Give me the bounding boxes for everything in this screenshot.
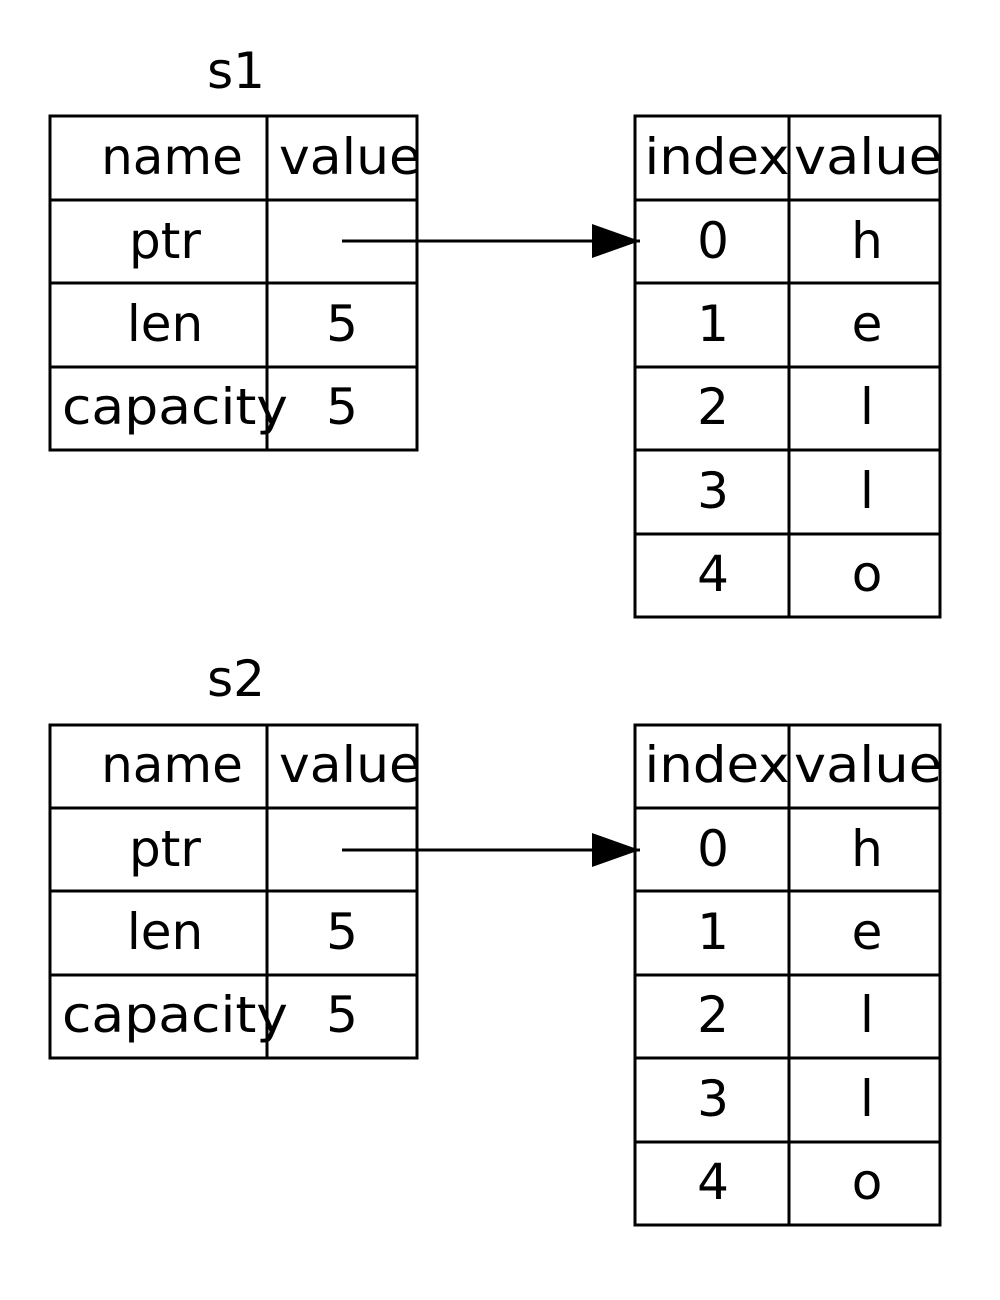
heap2-row-index: 0	[697, 820, 729, 878]
heap2-row-index: 4	[697, 1153, 729, 1211]
heap2-row-index: 1	[697, 903, 729, 961]
s2-heap-table: index value 0 h 1 e 2 l 3 l 4 o	[633, 723, 942, 1227]
s1-row-capacity-name: capacity	[62, 378, 288, 436]
heap1-header-value: value	[794, 128, 942, 186]
s2-row-len-value: 5	[326, 903, 358, 961]
heap2-row-value: e	[852, 903, 883, 961]
s1-table-grid	[48, 114, 419, 452]
heap1-row-value: e	[852, 295, 883, 353]
s1-row-ptr-name: ptr	[129, 212, 201, 270]
heap1-row-index: 1	[697, 295, 729, 353]
heap2-row-value: o	[852, 1153, 883, 1211]
s1-row-len-value: 5	[326, 295, 358, 353]
heap2-row-index: 2	[697, 986, 729, 1044]
heap1-row-index: 3	[697, 462, 729, 520]
s2-stack-table: s2 name value ptr len 5 capacity 5	[48, 650, 421, 1060]
s2-table-grid	[48, 723, 419, 1060]
heap2-header-index: index	[645, 736, 790, 794]
s1-header-value: value	[279, 128, 421, 186]
heap2-row-value: l	[860, 986, 874, 1044]
s2-row-capacity-value: 5	[326, 986, 358, 1044]
heap1-row-value: l	[860, 462, 874, 520]
s2-row-capacity-name: capacity	[62, 986, 288, 1044]
heap2-row-value: h	[851, 820, 883, 878]
heap1-row-value: l	[860, 378, 874, 436]
s1-heap-table: index value 0 h 1 e 2 l 3 l 4 o	[633, 114, 942, 619]
heap1-row-index: 0	[697, 212, 729, 270]
heap1-row-index: 4	[697, 545, 729, 603]
heap1-row-value: o	[852, 545, 883, 603]
s2-row-len-name: len	[127, 903, 203, 961]
heap1-header-index: index	[645, 128, 790, 186]
s2-ptr-arrowhead	[592, 833, 640, 867]
s1-row-capacity-value: 5	[326, 378, 358, 436]
s2-row-ptr-name: ptr	[129, 820, 201, 878]
heap1-table-grid	[633, 114, 942, 619]
s1-stack-table: s1 name value ptr len 5 capacity 5	[48, 42, 421, 452]
heap2-row-value: l	[860, 1070, 874, 1128]
s1-header-name: name	[101, 128, 243, 186]
s1-title: s1	[207, 42, 265, 100]
s1-ptr-arrowhead	[592, 224, 640, 258]
heap1-row-value: h	[851, 212, 883, 270]
heap2-table-grid	[633, 723, 942, 1227]
s2-header-value: value	[279, 736, 421, 794]
heap1-row-index: 2	[697, 378, 729, 436]
heap2-row-index: 3	[697, 1070, 729, 1128]
s2-title: s2	[207, 650, 265, 708]
s2-header-name: name	[101, 736, 243, 794]
heap2-header-value: value	[794, 736, 942, 794]
s1-row-len-name: len	[127, 295, 203, 353]
